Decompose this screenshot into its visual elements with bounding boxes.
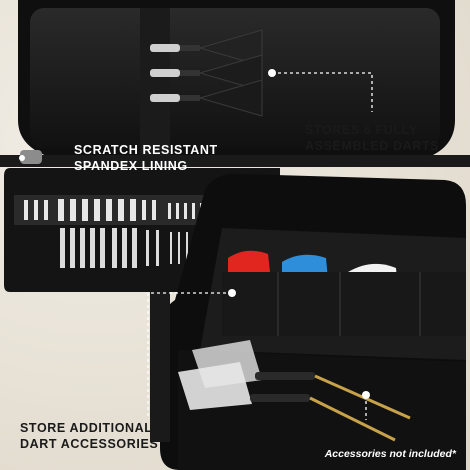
- accessories-callout-line-2: DART ACCESSORIES: [20, 437, 159, 451]
- zipper: [0, 155, 470, 167]
- callout-leaders: [19, 69, 373, 420]
- top-darts: [42, 29, 263, 117]
- accessories-callout: STORE ADDITIONAL DART ACCESSORIES: [20, 420, 158, 452]
- darts-callout-line-2: ASSEMBLED DARTS: [305, 139, 440, 153]
- accessories-callout-line-1: STORE ADDITIONAL: [20, 421, 153, 435]
- zipper-pull: [20, 150, 42, 164]
- darts-callout: STORES 6 FULLY ASSEMBLED DARTS: [305, 122, 439, 154]
- flight-pockets: [222, 250, 466, 336]
- disclaimer-note: Accessories not included*: [324, 448, 456, 460]
- lining-callout-line-2: SPANDEX LINING: [74, 159, 188, 173]
- darts-callout-line-1: STORES 6 FULLY: [305, 123, 418, 137]
- front-darts: [178, 340, 411, 442]
- lining-callout: SCRATCH RESISTANT SPANDEX LINING: [74, 142, 218, 174]
- lining-callout-line-1: SCRATCH RESISTANT: [74, 143, 218, 157]
